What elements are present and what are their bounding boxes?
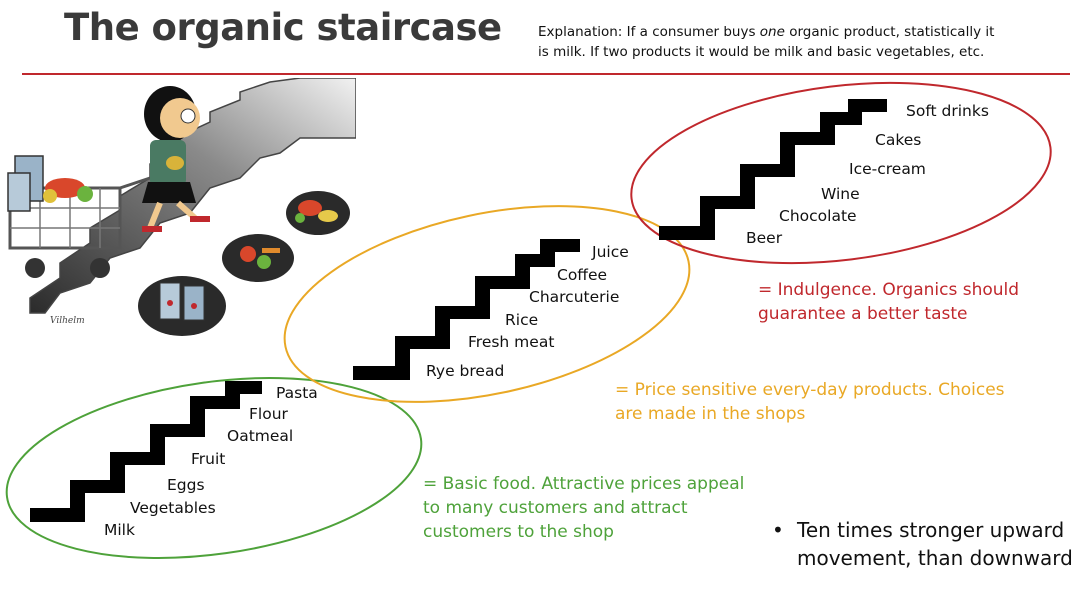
step-label: Cakes bbox=[875, 131, 922, 149]
bullet-icon: • bbox=[772, 518, 784, 542]
step-label: Flour bbox=[249, 405, 288, 423]
step-label: Juice bbox=[592, 243, 629, 261]
everyday-products-ellipse bbox=[283, 205, 691, 403]
step-label: Rye bread bbox=[426, 362, 505, 380]
step-label: Fresh meat bbox=[468, 333, 555, 351]
step-label: Rice bbox=[505, 311, 539, 329]
step-label: Chocolate bbox=[779, 207, 857, 225]
shopper-on-stairs-illustration: Vilhelm bbox=[7, 78, 356, 336]
title-divider bbox=[22, 73, 1070, 75]
vegetable-plate-icon bbox=[222, 234, 294, 282]
step-label: Coffee bbox=[557, 266, 608, 284]
basic-food-note: = Basic food. Attractive prices appeal t… bbox=[423, 474, 745, 542]
step-label: Charcuterie bbox=[529, 288, 620, 306]
step-label: Oatmeal bbox=[227, 427, 294, 445]
step-label: Soft drinks bbox=[906, 102, 989, 120]
step-label: Fruit bbox=[191, 450, 226, 468]
indulgence-staircase bbox=[659, 99, 887, 240]
everyday-products-note: = Price sensitive every-day products. Ch… bbox=[615, 380, 1005, 424]
everyday-products-staircase bbox=[353, 239, 580, 380]
explanation-text: Explanation: If a consumer buys one orga… bbox=[538, 24, 995, 60]
bullet-text: Ten times stronger upward movement, than… bbox=[797, 518, 1072, 570]
step-label: Milk bbox=[104, 521, 135, 539]
indulgence-note: = Indulgence. Organics should guarantee … bbox=[758, 280, 1020, 324]
shopping-cart-icon bbox=[7, 155, 151, 278]
step-label: Wine bbox=[821, 185, 860, 203]
shopper-figure-icon bbox=[142, 86, 210, 232]
fruit-plate-icon bbox=[286, 191, 350, 235]
step-label: Eggs bbox=[167, 476, 205, 494]
basic-food-ellipse bbox=[5, 377, 423, 559]
milk-plate-icon bbox=[138, 276, 226, 336]
step-label: Vegetables bbox=[130, 499, 216, 517]
step-label: Ice-cream bbox=[849, 160, 926, 178]
basic-food-staircase bbox=[30, 381, 262, 522]
indulgence-ellipse bbox=[630, 81, 1052, 265]
step-label: Beer bbox=[746, 229, 783, 247]
page-title: The organic staircase bbox=[64, 6, 502, 49]
step-label: Pasta bbox=[276, 384, 318, 402]
illustration-signature: Vilhelm bbox=[50, 316, 85, 326]
